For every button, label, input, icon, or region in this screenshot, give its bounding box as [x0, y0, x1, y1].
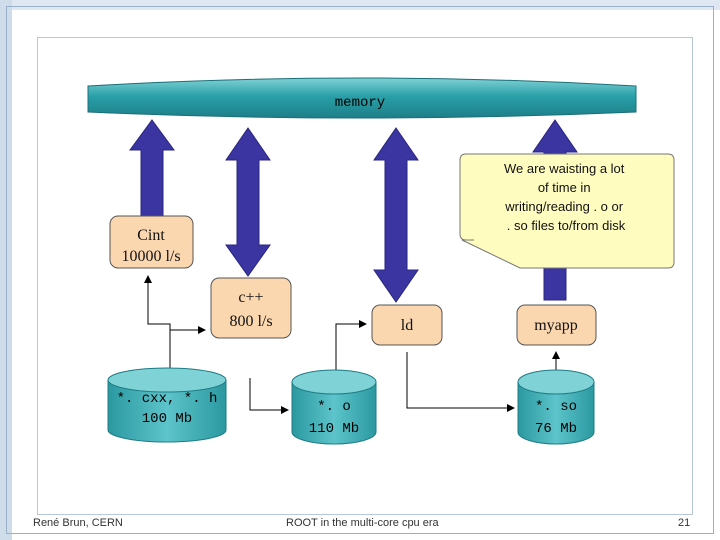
disk-shared: *. so 76 Mb	[517, 369, 595, 445]
disk-source: *. cxx, *. h 100 Mb	[107, 367, 227, 443]
disk-source-label: *. cxx, *. h	[117, 391, 218, 407]
callout-line-3: writing/reading . o or	[504, 199, 623, 214]
callout-line-4: . so files to/from disk	[507, 218, 626, 233]
cint-rate: 10000 l/s	[121, 248, 180, 265]
disk-source-size: 100 Mb	[142, 411, 192, 427]
cpp-rate: 800 l/s	[229, 313, 272, 330]
footer-author: René Brun, CERN	[33, 517, 123, 529]
page-number: 21	[678, 517, 691, 529]
arrow-cint-memory	[129, 119, 175, 219]
ld-box: ld	[371, 304, 443, 346]
cpp-box: c++ 800 l/s	[210, 277, 292, 339]
arrow-ld-memory	[373, 127, 419, 303]
connector-objects-out	[249, 378, 289, 414]
callout-line-1: We are waisting a lot	[504, 161, 625, 176]
slide-outer-frame	[6, 6, 714, 534]
callout-bubble: We are waisting a lot of time in writing…	[459, 153, 675, 269]
myapp-box: myapp	[516, 304, 597, 346]
connector-ld-to-so	[406, 352, 515, 412]
connector-objects-to-ld	[335, 320, 367, 372]
myapp-label: myapp	[534, 317, 578, 334]
disk-objects-size: 110 Mb	[309, 421, 359, 437]
ld-label: ld	[401, 317, 413, 334]
memory-label: memory	[335, 95, 385, 111]
svg-text:We are waisting a lot: We are waisting a lot of time in writing…	[504, 161, 628, 233]
callout-line-2: of time in	[538, 180, 591, 195]
disk-shared-size: 76 Mb	[535, 421, 577, 437]
connectors	[144, 275, 560, 414]
memory-bar: memory	[87, 77, 637, 119]
connector-source-to-cpp	[169, 326, 206, 360]
cpp-label: c++	[238, 289, 263, 306]
disk-shared-label: *. so	[535, 399, 577, 415]
footer-title: ROOT in the multi-core cpu era	[286, 517, 439, 529]
cint-box: Cint 10000 l/s	[109, 215, 194, 269]
arrow-cpp-memory	[225, 127, 271, 277]
disk-objects: *. o 110 Mb	[291, 369, 377, 445]
slide-top-band	[0, 0, 720, 10]
cint-label: Cint	[137, 227, 165, 244]
connector-source-to-cint	[144, 275, 171, 370]
disk-objects-label: *. o	[317, 399, 351, 415]
